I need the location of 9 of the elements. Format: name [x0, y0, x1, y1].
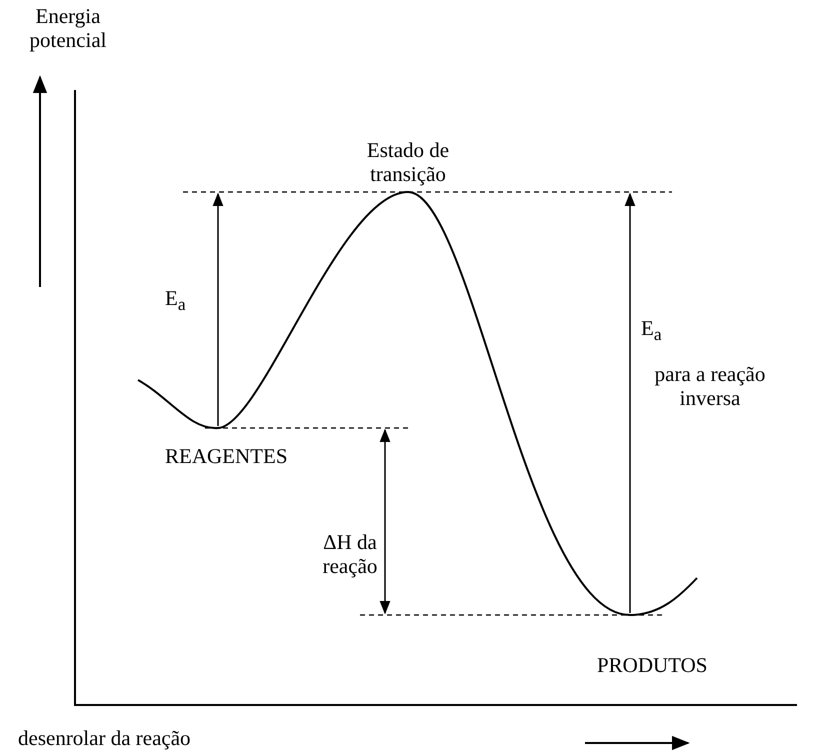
- activation-energy-label: E$_{a}$: [165, 286, 187, 316]
- enthalpy-label: ΔH da reação: [322, 530, 378, 578]
- reverse-reaction-label: para a reação inversa: [654, 362, 766, 410]
- activation-energy-label: E$_{a}$: [641, 316, 663, 346]
- reactants-label: REAGENTES: [165, 444, 288, 468]
- products-label: PRODUTOS: [597, 653, 708, 677]
- transition-state-label: Estado de transição: [366, 138, 450, 186]
- axis-title: Energia potencial: [28, 4, 108, 52]
- axis-title: desenrolar da reação: [18, 726, 192, 750]
